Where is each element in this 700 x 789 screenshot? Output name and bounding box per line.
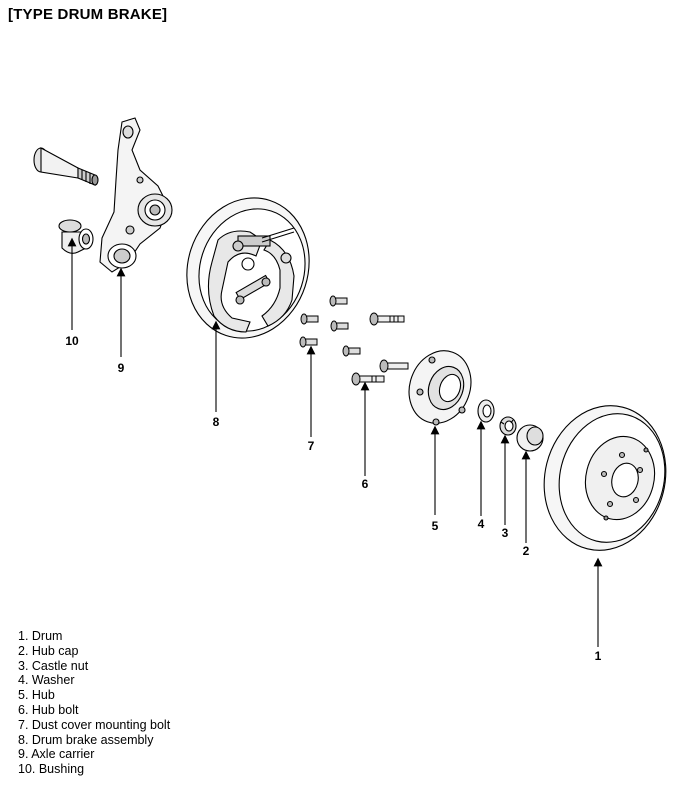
castle-nut-part — [499, 416, 517, 436]
axle-shaft-part — [33, 147, 99, 186]
callout-8: 8 — [213, 415, 220, 429]
legend-item: 5. Hub — [18, 688, 55, 703]
legend-item: 2. Hub cap — [18, 643, 79, 658]
legend-item: 4. Washer — [18, 673, 75, 688]
mounting-bolt — [329, 295, 348, 307]
diagram-title: [TYPE DRUM BRAKE] — [8, 6, 168, 23]
legend-item: 7. Dust cover mounting bolt — [18, 717, 171, 732]
hub-part — [408, 350, 472, 426]
hub-bolts — [351, 312, 409, 386]
mounting-bolt — [300, 313, 319, 325]
hub-bolt — [351, 372, 385, 386]
callout-4: 4 — [478, 517, 485, 531]
dust-cover-mounting-bolts — [299, 295, 361, 357]
drum-brake-assembly-part — [186, 197, 310, 339]
callout-6: 6 — [362, 477, 369, 491]
legend-item: 1. Drum — [18, 629, 63, 643]
callout-9: 9 — [118, 361, 125, 375]
callout-1: 1 — [595, 649, 602, 663]
callout-7: 7 — [308, 439, 315, 453]
callout-3: 3 — [502, 526, 509, 540]
hub-bolt — [379, 359, 409, 373]
washer-part — [477, 399, 495, 423]
legend-item: 8. Drum brake assembly — [18, 732, 154, 747]
leader-arrows — [67, 237, 603, 647]
callout-10: 10 — [65, 334, 79, 348]
mounting-bolt — [299, 336, 318, 348]
legend-item: 9. Axle carrier — [18, 747, 95, 762]
parts-legend: 1. Drum 2. Hub cap 3. Castle nut 4. Wash… — [18, 629, 170, 777]
mounting-bolt — [330, 320, 349, 332]
drum-part — [543, 405, 667, 551]
mounting-bolt — [342, 345, 361, 357]
bushing-part — [58, 219, 94, 254]
callout-2: 2 — [523, 544, 530, 558]
callout-numbers: 1 2 3 4 5 6 7 8 9 10 — [65, 334, 601, 663]
callout-5: 5 — [432, 519, 439, 533]
hub-cap-part — [516, 424, 544, 452]
hub-bolt — [369, 312, 405, 326]
legend-item: 10. Bushing — [18, 762, 85, 777]
legend-item: 3. Castle nut — [18, 658, 89, 673]
axle-carrier-part — [99, 117, 173, 273]
legend-item: 6. Hub bolt — [18, 702, 79, 717]
